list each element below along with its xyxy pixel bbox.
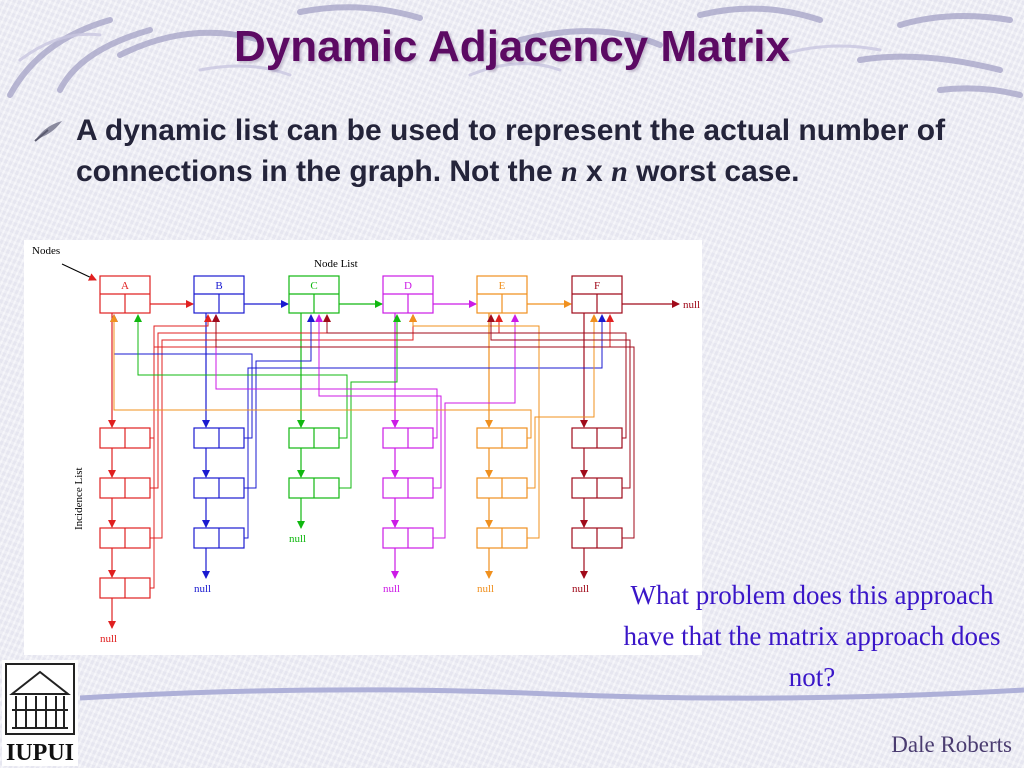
- bullet-text: A dynamic list can be used to represent …: [76, 110, 1006, 192]
- cross-link-wire: [323, 314, 627, 439]
- bullet-text-part: A dynamic list can be used to represent …: [76, 114, 946, 188]
- nodes-label: Nodes: [32, 245, 60, 257]
- cross-link-wire: [212, 314, 438, 439]
- variable-n: n: [561, 155, 578, 188]
- slide-title: Dynamic Adjacency Matrix: [234, 22, 790, 71]
- author-name: Dale Roberts: [891, 732, 1012, 757]
- cross-link-wire: [148, 314, 417, 539]
- node-list-label: Node List: [314, 258, 358, 270]
- footer-swoosh: [80, 687, 1024, 701]
- null-label: null: [683, 299, 700, 311]
- decorative-swirls: [7, 4, 1023, 98]
- cross-link-wire: [242, 314, 315, 489]
- logo-wordmark: IUPUI: [6, 740, 74, 766]
- node-label-a: A: [121, 280, 129, 292]
- cross-link-wire: [148, 314, 614, 589]
- null-label: null: [383, 583, 400, 595]
- null-label: null: [100, 633, 117, 645]
- iupui-logo: IUPUI: [2, 660, 78, 766]
- discussion-question: What problem does this approach have tha…: [623, 580, 1001, 692]
- null-label: null: [194, 583, 211, 595]
- bullet-text-part: x: [577, 155, 612, 188]
- cross-link-wire: [409, 314, 540, 539]
- cross-link-wire: [337, 314, 401, 489]
- bullet-text-part: worst case.: [627, 155, 800, 188]
- node-label-c: C: [310, 280, 317, 292]
- feather-bullet-icon: [34, 121, 62, 142]
- cross-link-wire: [134, 314, 348, 439]
- cross-link-wire: [315, 314, 442, 489]
- cross-link-wire: [148, 314, 212, 439]
- null-label: null: [289, 533, 306, 545]
- cross-link-wire: [148, 314, 503, 489]
- null-label: null: [572, 583, 589, 595]
- incidence-list-label: Incidence List: [73, 467, 85, 530]
- cross-link-wire: [431, 314, 519, 539]
- cross-link-wire: [487, 314, 631, 489]
- nodes-pointer-arrow: [61, 263, 97, 281]
- variable-n: n: [611, 155, 628, 188]
- cross-link-wire: [242, 314, 606, 539]
- cross-link-wire: [110, 314, 532, 439]
- cross-link-wire: [525, 314, 598, 489]
- node-label-e: E: [499, 280, 506, 292]
- node-label-d: D: [404, 280, 412, 292]
- node-label-f: F: [594, 280, 600, 292]
- cross-link-wire: [212, 314, 635, 539]
- null-label: null: [477, 583, 494, 595]
- node-label-b: B: [215, 280, 222, 292]
